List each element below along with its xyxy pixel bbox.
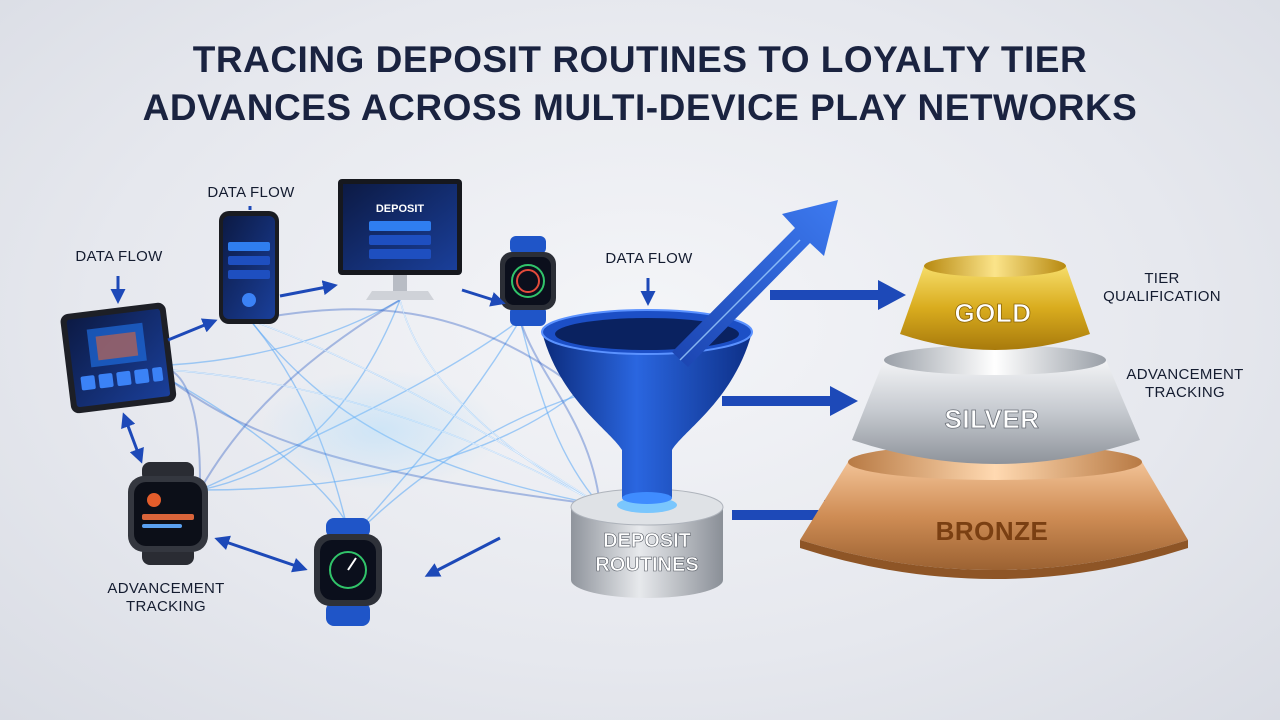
deposit-hub-cylinder: DEPOSIT ROUTINES [570,488,724,598]
hub-label-line-2: ROUTINES [595,554,698,576]
label-advancement-right-line-2: TRACKING [1145,384,1225,401]
tablet-device [60,302,177,414]
tier-arrows [722,280,906,530]
hub-label-line-1: DEPOSIT [603,530,691,552]
page-title: TRACING DEPOSIT ROUTINES TO LOYALTY TIER… [0,36,1280,132]
growth-arrow [672,200,838,367]
tier-silver-label: SILVER [945,404,1040,434]
label-advancement-tracking-left: ADVANCEMENT TRACKING [96,580,236,616]
label-tier-qualification-line-1: TIER [1144,270,1180,287]
label-advancement-left-line-1: ADVANCEMENT [107,580,225,597]
title-line-1: TRACING DEPOSIT ROUTINES TO LOYALTY TIER [192,39,1088,80]
monitor-device: DEPOSIT [338,179,462,300]
label-data-flow-top: DATA FLOW [207,184,295,201]
title-line-2: ADVANCES ACROSS MULTI-DEVICE PLAY NETWOR… [142,87,1138,128]
phone-device [219,211,279,324]
label-data-flow-left: DATA FLOW [75,248,163,265]
label-advancement-tracking-right: ADVANCEMENT TRACKING [1112,366,1258,402]
watch-device-top [500,236,556,326]
watch-device-bottom [314,518,382,626]
label-advancement-left-line-2: TRACKING [126,598,206,615]
tier-bronze: BRONZE [800,444,1188,579]
device-arrows [110,206,656,577]
tier-silver: SILVER [852,345,1140,464]
tier-gold-label: GOLD [954,298,1031,328]
tier-bronze-label: BRONZE [936,516,1049,546]
funnel [541,309,753,504]
label-data-flow-center: DATA FLOW [605,250,693,267]
watch-device-left [128,462,208,565]
monitor-screen-title: DEPOSIT [376,203,425,215]
data-streams [169,299,601,541]
label-tier-qualification: TIER QUALIFICATION [1082,270,1242,306]
label-advancement-right-line-1: ADVANCEMENT [1126,366,1244,383]
label-tier-qualification-line-2: QUALIFICATION [1103,288,1221,305]
tier-gold: GOLD [900,255,1090,350]
